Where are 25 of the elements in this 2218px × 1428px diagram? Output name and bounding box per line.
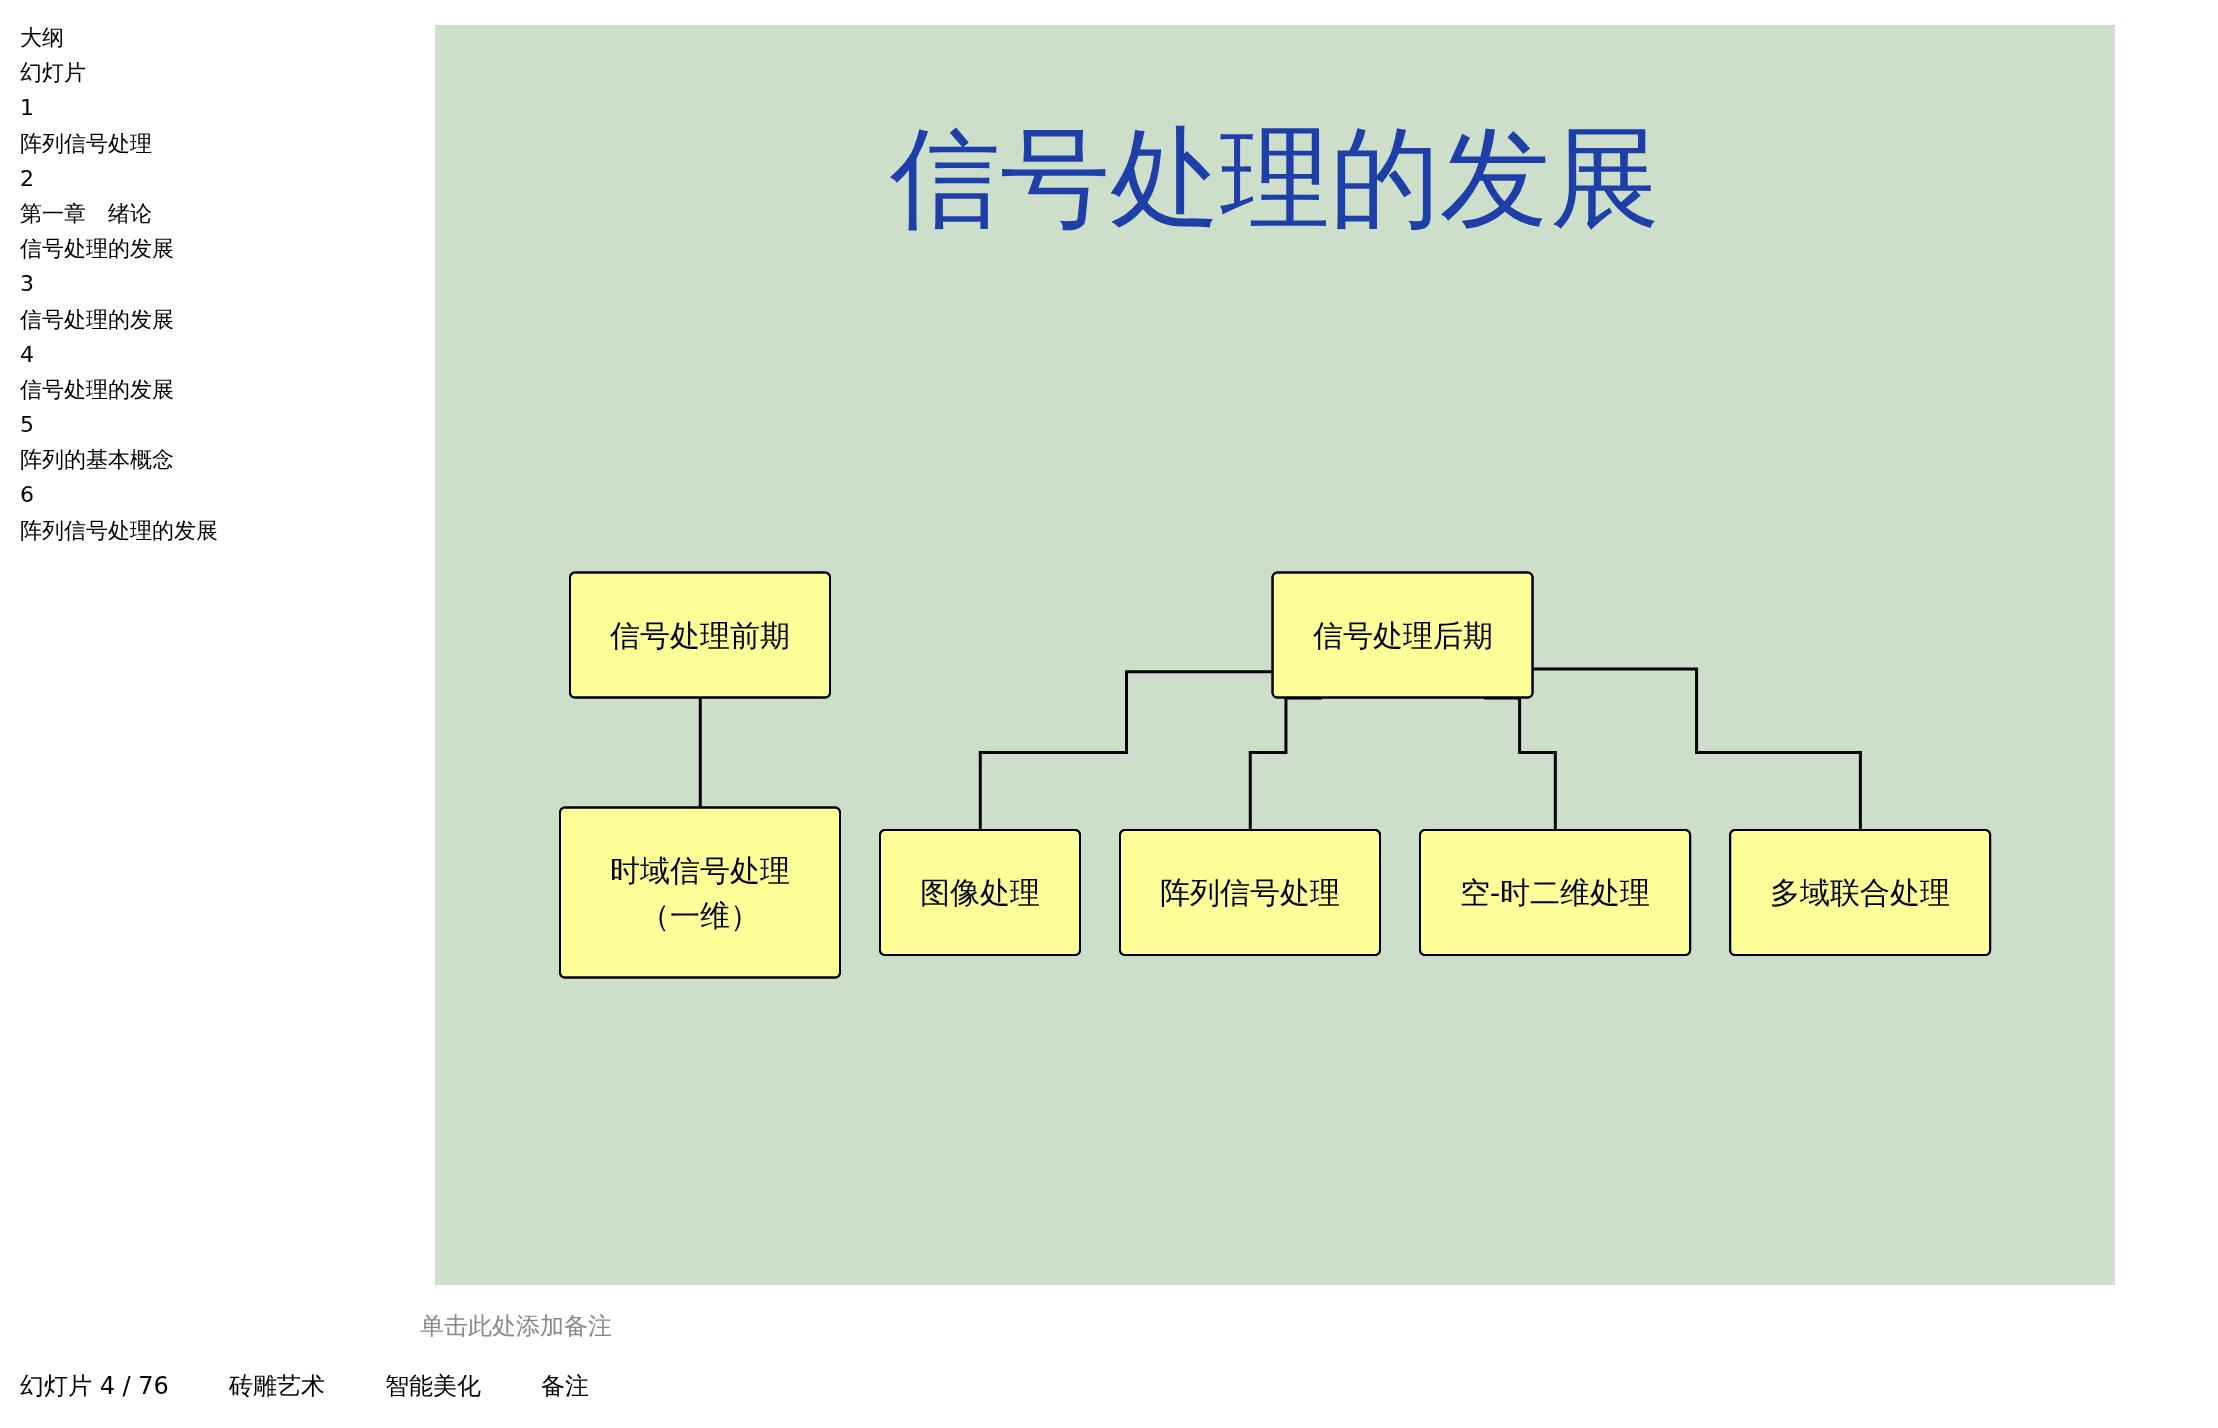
- connector: [1248, 696, 1322, 832]
- connector: [978, 670, 1273, 832]
- ui-label: 4: [20, 340, 35, 369]
- connector: [1484, 696, 1557, 832]
- ui-label: 幻灯片: [20, 59, 87, 88]
- ui-label: 第一章 绪论: [20, 199, 153, 228]
- ui-label: 信号处理的发展: [20, 235, 175, 264]
- slide-title: 信号处理的发展: [889, 113, 1661, 244]
- ui-label: 砖雕艺术: [228, 1371, 325, 1402]
- ui-label: 1: [20, 94, 35, 123]
- connector: [1532, 667, 1863, 832]
- ui-label: 3: [20, 270, 35, 299]
- ui-label: 5: [20, 411, 35, 440]
- ui-label: 6: [20, 481, 35, 510]
- ui-label: 阵列信号处理: [20, 129, 153, 158]
- ui-label: 阵列的基本概念: [20, 446, 175, 475]
- ui-label: 备注: [540, 1371, 589, 1402]
- ui-label: 信号处理的发展: [20, 375, 175, 404]
- ui-label: 信号处理的发展: [20, 305, 175, 334]
- ui-label: 智能美化: [384, 1371, 481, 1402]
- ui-label: 单击此处添加备注: [420, 1311, 612, 1342]
- ui-label: 大纲: [20, 24, 65, 52]
- ui-label: 2: [20, 164, 35, 193]
- ui-label: 幻灯片 4 / 76: [20, 1371, 169, 1402]
- ui-label: 阵列信号处理的发展: [20, 516, 219, 545]
